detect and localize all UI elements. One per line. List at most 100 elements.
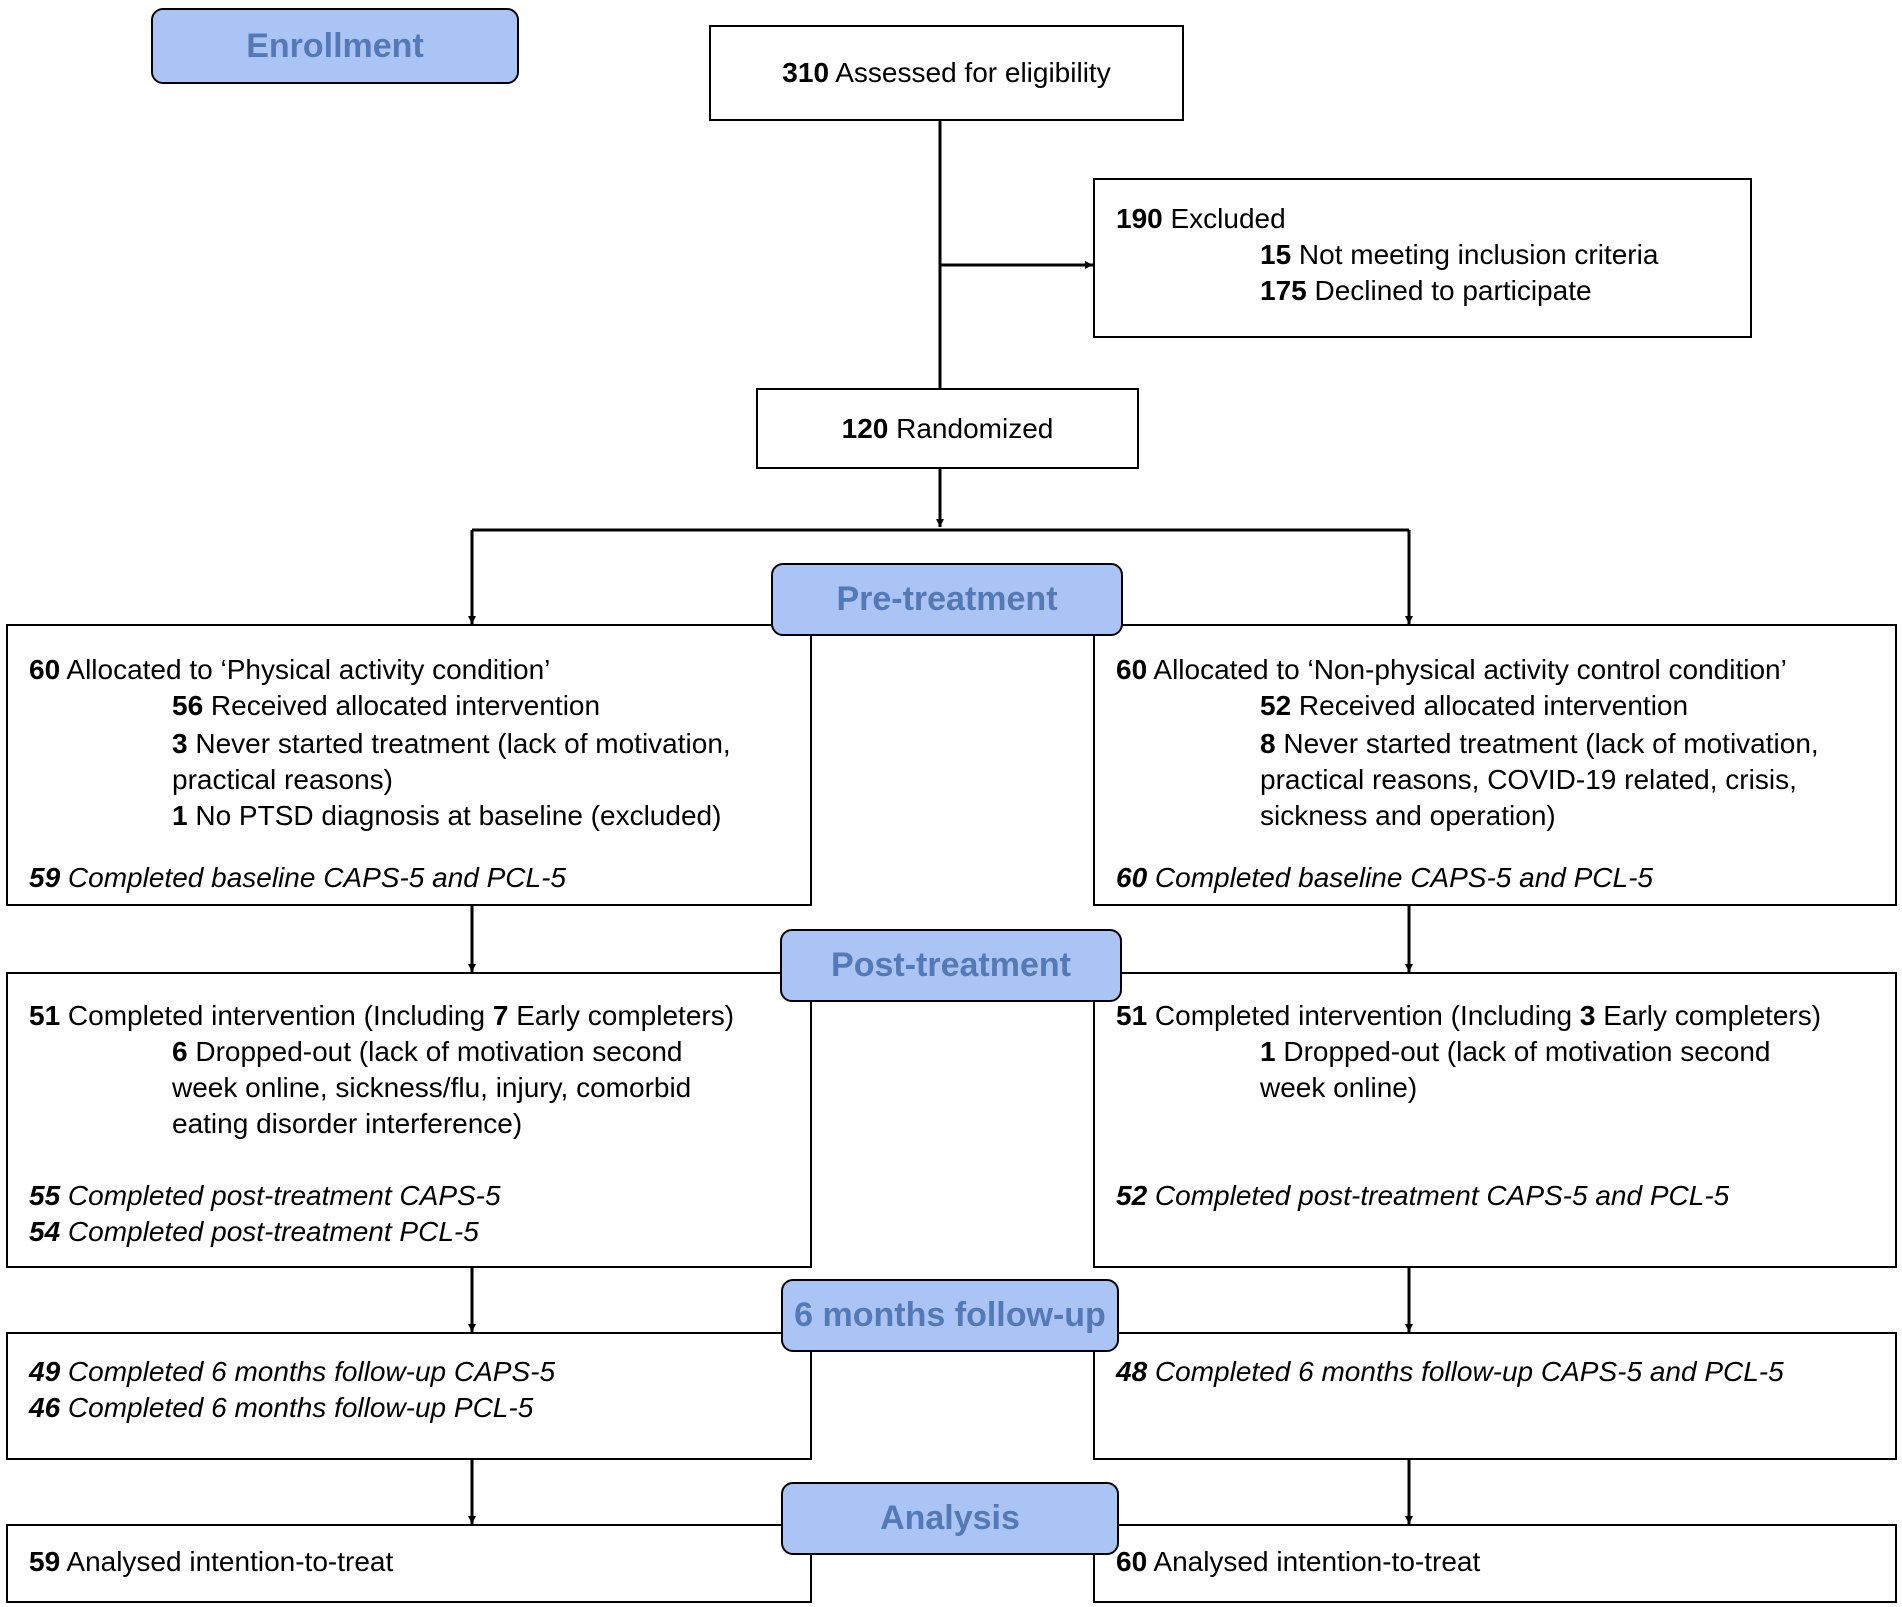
completed-label: Completed intervention (Including bbox=[60, 1000, 493, 1031]
no-ptsd-label: No PTSD diagnosis at baseline (excluded) bbox=[187, 800, 722, 831]
dropped-cont: week online) bbox=[1260, 1072, 1418, 1103]
follow-up-label: Completed 6 months follow-up PCL-5 bbox=[60, 1392, 534, 1423]
excluded-reason: 175 Declined to participate bbox=[1260, 273, 1742, 309]
stage-follow-up: 6 months follow-up bbox=[781, 1279, 1119, 1352]
left-allocation-box: 60 Allocated to ‘Physical activity condi… bbox=[6, 624, 812, 906]
baseline-line: 59 Completed baseline CAPS-5 and PCL-5 bbox=[29, 860, 802, 896]
post-measure-label: Completed post-treatment CAPS-5 bbox=[60, 1180, 501, 1211]
excluded-reason-label: Declined to participate bbox=[1306, 275, 1592, 306]
right-follow-up-box: 48 Completed 6 months follow-up CAPS-5 a… bbox=[1093, 1332, 1897, 1460]
dropped-line: 6 Dropped-out (lack of motivation second bbox=[172, 1034, 802, 1070]
allocated-line: 60 Allocated to ‘Non-physical activity c… bbox=[1116, 652, 1887, 688]
excluded-reason-label: Not meeting inclusion criteria bbox=[1291, 239, 1659, 270]
dropped-label: Dropped-out (lack of motivation second bbox=[187, 1036, 683, 1067]
no-ptsd-count: 1 bbox=[172, 800, 188, 831]
never-started-cont: sickness and operation) bbox=[1260, 800, 1556, 831]
early-completers-count: 7 bbox=[492, 1000, 509, 1031]
follow-up-measure-line: 49 Completed 6 months follow-up CAPS-5 bbox=[29, 1354, 802, 1390]
post-measure-label: Completed post-treatment CAPS-5 and PCL-… bbox=[1147, 1180, 1730, 1211]
randomized-box: 120 Randomized bbox=[756, 388, 1139, 469]
baseline-count: 59 bbox=[29, 862, 61, 893]
never-started-cont: practical reasons) bbox=[172, 764, 393, 795]
post-measure-label: Completed post-treatment PCL-5 bbox=[60, 1216, 479, 1247]
baseline-label: Completed baseline CAPS-5 and PCL-5 bbox=[60, 862, 566, 893]
dropped-count: 1 bbox=[1260, 1036, 1276, 1067]
analysed-count: 59 bbox=[29, 1546, 61, 1577]
dropped-label: Dropped-out (lack of motivation second bbox=[1275, 1036, 1771, 1067]
never-started-count: 8 bbox=[1260, 728, 1276, 759]
never-started-line: 3 Never started treatment (lack of motiv… bbox=[172, 726, 802, 762]
randomized-label: Randomized bbox=[888, 412, 1054, 444]
never-started-cont: practical reasons, COVID-19 related, cri… bbox=[1260, 764, 1797, 795]
follow-up-count: 48 bbox=[1116, 1356, 1148, 1387]
follow-up-label: Completed 6 months follow-up CAPS-5 bbox=[60, 1356, 556, 1387]
excluded-line: 190 Excluded bbox=[1116, 201, 1742, 237]
completed-line: 51 Completed intervention (Including 3 E… bbox=[1116, 998, 1887, 1034]
received-line: 52 Received allocated intervention bbox=[1260, 688, 1887, 724]
excluded-label: Excluded bbox=[1162, 203, 1286, 234]
right-allocation-box: 60 Allocated to ‘Non-physical activity c… bbox=[1093, 624, 1897, 906]
dropped-cont: eating disorder interference) bbox=[172, 1108, 523, 1139]
post-measure-line: 54 Completed post-treatment PCL-5 bbox=[29, 1214, 802, 1250]
right-post-treatment-box: 51 Completed intervention (Including 3 E… bbox=[1093, 972, 1897, 1268]
stage-pre-treatment: Pre-treatment bbox=[771, 563, 1123, 636]
dropped-cont: week online, sickness/flu, injury, comor… bbox=[172, 1072, 692, 1103]
baseline-line: 60 Completed baseline CAPS-5 and PCL-5 bbox=[1116, 860, 1887, 896]
excluded-reason-count: 175 bbox=[1260, 275, 1307, 306]
baseline-label: Completed baseline CAPS-5 and PCL-5 bbox=[1147, 862, 1653, 893]
received-line: 56 Received allocated intervention bbox=[172, 688, 802, 724]
never-started-label: Never started treatment (lack of motivat… bbox=[187, 728, 731, 759]
excluded-box: 190 Excluded 15 Not meeting inclusion cr… bbox=[1093, 178, 1752, 338]
received-label: Received allocated intervention bbox=[1291, 690, 1689, 721]
allocated-count: 60 bbox=[1116, 654, 1148, 685]
analysed-label: Analysed intention-to-treat bbox=[60, 1546, 394, 1577]
follow-up-measure-line: 46 Completed 6 months follow-up PCL-5 bbox=[29, 1390, 802, 1426]
baseline-count: 60 bbox=[1116, 862, 1148, 893]
left-analysis-box: 59 Analysed intention-to-treat bbox=[6, 1524, 812, 1603]
allocated-count: 60 bbox=[29, 654, 61, 685]
post-measure-count: 52 bbox=[1116, 1180, 1148, 1211]
allocated-label: Allocated to ‘Non-physical activity cont… bbox=[1147, 654, 1787, 685]
dropped-line: 1 Dropped-out (lack of motivation second bbox=[1260, 1034, 1887, 1070]
never-started-line: 8 Never started treatment (lack of motiv… bbox=[1260, 726, 1887, 762]
follow-up-measure-line: 48 Completed 6 months follow-up CAPS-5 a… bbox=[1116, 1354, 1887, 1390]
follow-up-count: 49 bbox=[29, 1356, 61, 1387]
analysed-line: 60 Analysed intention-to-treat bbox=[1116, 1544, 1887, 1580]
received-count: 52 bbox=[1260, 690, 1292, 721]
analysed-line: 59 Analysed intention-to-treat bbox=[29, 1544, 802, 1580]
no-ptsd-line: 1 No PTSD diagnosis at baseline (exclude… bbox=[172, 798, 802, 834]
post-measure-count: 55 bbox=[29, 1180, 61, 1211]
completed-line: 51 Completed intervention (Including 7 E… bbox=[29, 998, 802, 1034]
completed-label-end: Early completers) bbox=[508, 1000, 735, 1031]
received-label: Received allocated intervention bbox=[203, 690, 601, 721]
allocated-line: 60 Allocated to ‘Physical activity condi… bbox=[29, 652, 802, 688]
stage-post-treatment: Post-treatment bbox=[780, 929, 1122, 1002]
left-post-treatment-box: 51 Completed intervention (Including 7 E… bbox=[6, 972, 812, 1268]
dropped-count: 6 bbox=[172, 1036, 188, 1067]
early-completers-count: 3 bbox=[1579, 1000, 1596, 1031]
post-measure-count: 54 bbox=[29, 1216, 61, 1247]
never-started-label: Never started treatment (lack of motivat… bbox=[1275, 728, 1819, 759]
excluded-reason: 15 Not meeting inclusion criteria bbox=[1260, 237, 1742, 273]
follow-up-label: Completed 6 months follow-up CAPS-5 and … bbox=[1147, 1356, 1784, 1387]
right-analysis-box: 60 Analysed intention-to-treat bbox=[1093, 1524, 1897, 1603]
assessed-box: 310 Assessed for eligibility bbox=[709, 25, 1184, 121]
assessed-count: 310 bbox=[782, 57, 830, 88]
never-started-count: 3 bbox=[172, 728, 188, 759]
stage-enrollment: Enrollment bbox=[151, 8, 519, 84]
randomized-count: 120 bbox=[841, 412, 889, 444]
assessed-label: Assessed for eligibility bbox=[829, 57, 1111, 88]
post-measure-line: 52 Completed post-treatment CAPS-5 and P… bbox=[1116, 1178, 1887, 1214]
post-measure-line: 55 Completed post-treatment CAPS-5 bbox=[29, 1178, 802, 1214]
completed-label: Completed intervention (Including bbox=[1147, 1000, 1580, 1031]
follow-up-count: 46 bbox=[29, 1392, 61, 1423]
analysed-count: 60 bbox=[1116, 1546, 1148, 1577]
completed-label-end: Early completers) bbox=[1595, 1000, 1822, 1031]
stage-analysis: Analysis bbox=[781, 1482, 1119, 1555]
received-count: 56 bbox=[172, 690, 204, 721]
completed-count: 51 bbox=[29, 1000, 61, 1031]
excluded-reason-count: 15 bbox=[1260, 239, 1292, 270]
excluded-count: 190 bbox=[1116, 203, 1163, 234]
completed-count: 51 bbox=[1116, 1000, 1148, 1031]
